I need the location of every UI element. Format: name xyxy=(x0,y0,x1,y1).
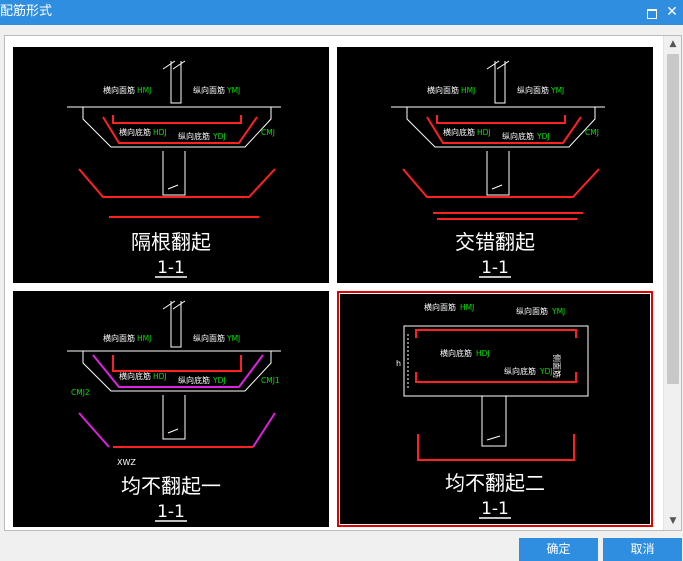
option-label: 交错翻起 xyxy=(455,230,535,254)
label-bottom-transverse: 横向底筋 xyxy=(440,348,472,358)
label-code: HDJ xyxy=(153,372,167,381)
option-diagram-3: 横向面筋 HMJ 纵向面筋 YMJ 横向底筋 HDJ 纵向底筋 YDJ CMJ1… xyxy=(67,300,281,522)
label-code: YDJ xyxy=(212,132,226,141)
label-cmj: CMJ xyxy=(585,128,599,137)
label-code: YMJ xyxy=(226,334,240,343)
scroll-thumb[interactable] xyxy=(667,54,679,384)
vertical-scrollbar[interactable]: ▲ ▼ xyxy=(663,36,681,530)
label-h: h xyxy=(396,359,401,368)
label-cmj1: CMJ1 xyxy=(261,376,280,385)
option-tile-2[interactable]: 横向面筋 HMJ 纵向面筋 YMJ 横向底筋 HDJ 纵向底筋 YDJ CMJ … xyxy=(337,47,653,283)
scroll-down-icon[interactable]: ▼ xyxy=(669,516,677,526)
label-top-transverse: 横向面筋 xyxy=(103,85,135,95)
label-top-transverse: 横向面筋 xyxy=(424,302,456,312)
option-label: 均不翻起二 xyxy=(445,471,545,495)
label-bottom-longitudinal: 纵向底筋 xyxy=(178,375,210,385)
label-code: YMJ xyxy=(550,86,564,95)
label-code: YMJ xyxy=(551,307,565,316)
label-top-transverse: 横向面筋 xyxy=(427,85,459,95)
dialog-title: 配筋形式 xyxy=(0,4,53,19)
label-bottom-longitudinal: 纵向底筋 xyxy=(504,366,536,376)
section-label: 1-1 xyxy=(481,499,509,519)
option-label: 均不翻起一 xyxy=(121,474,221,498)
label-code: YMJ xyxy=(226,86,240,95)
close-icon[interactable]: ✕ xyxy=(666,4,678,20)
label-bottom-longitudinal: 纵向底筋 xyxy=(178,131,210,141)
label-cmj2: CMJ2 xyxy=(71,388,90,397)
label-cmj: CMJ xyxy=(261,128,275,137)
section-label: 1-1 xyxy=(157,258,185,278)
label-code: YDJ xyxy=(536,132,550,141)
label-xwz: XWZ xyxy=(117,458,136,467)
label-bottom-transverse: 横向底筋 xyxy=(443,127,475,137)
option-diagram-1: 横向面筋 HMJ 纵向面筋 YMJ 横向底筋 HDJ 纵向底筋 YDJ CMJ … xyxy=(67,60,281,278)
label-code: HDJ xyxy=(477,128,491,137)
section-label: 1-1 xyxy=(481,258,509,278)
option-tile-1[interactable]: 横向面筋 HMJ 纵向面筋 YMJ 横向底筋 HDJ 纵向底筋 YDJ CMJ … xyxy=(13,47,329,283)
ok-button[interactable]: 确定 xyxy=(519,538,598,561)
label-bottom-longitudinal: 纵向底筋 xyxy=(502,131,534,141)
label-top-longitudinal: 纵向面筋 xyxy=(516,306,548,316)
label-top-longitudinal: 纵向面筋 xyxy=(517,85,549,95)
label-code: HMJ xyxy=(460,303,474,312)
label-code: YDJ xyxy=(212,376,226,385)
label-top-transverse: 横向面筋 xyxy=(103,333,135,343)
label-top-longitudinal: 纵向面筋 xyxy=(193,85,225,95)
label-code: HMJ xyxy=(137,334,151,343)
label-bottom-transverse: 横向底筋 xyxy=(119,371,151,381)
label-code: HDJ xyxy=(476,349,490,358)
title-bar: 配筋形式 ✕ xyxy=(0,0,683,25)
option-diagram-2: 横向面筋 HMJ 纵向面筋 YMJ 横向底筋 HDJ 纵向底筋 YDJ CMJ … xyxy=(391,60,605,278)
option-tile-3[interactable]: 横向面筋 HMJ 纵向面筋 YMJ 横向底筋 HDJ 纵向底筋 YDJ CMJ1… xyxy=(13,291,329,527)
label-code: HDJ xyxy=(153,128,167,137)
section-label: 1-1 xyxy=(157,502,185,522)
label-top-longitudinal: 纵向面筋 xyxy=(193,333,225,343)
maximize-icon[interactable] xyxy=(641,3,661,22)
option-tile-4[interactable]: 横向面筋 HMJ 纵向面筋 YMJ 横向底筋 HDJ 纵向底筋 YDJ 侧面筋 … xyxy=(337,291,653,527)
label-bottom-transverse: 横向底筋 xyxy=(119,127,151,137)
label-code: HMJ xyxy=(137,86,151,95)
options-panel: 横向面筋 HMJ 纵向面筋 YMJ 横向底筋 HDJ 纵向底筋 YDJ CMJ … xyxy=(4,35,682,531)
label-code: YDJ xyxy=(539,367,553,376)
label-code: HMJ xyxy=(461,86,475,95)
cancel-button[interactable]: 取消 xyxy=(603,538,682,561)
label-side-rebar: 侧面筋 xyxy=(552,354,562,378)
scroll-up-icon[interactable]: ▲ xyxy=(669,39,677,49)
option-label: 隔根翻起 xyxy=(131,230,211,254)
option-diagram-4: 横向面筋 HMJ 纵向面筋 YMJ 横向底筋 HDJ 纵向底筋 YDJ 侧面筋 … xyxy=(396,302,589,519)
